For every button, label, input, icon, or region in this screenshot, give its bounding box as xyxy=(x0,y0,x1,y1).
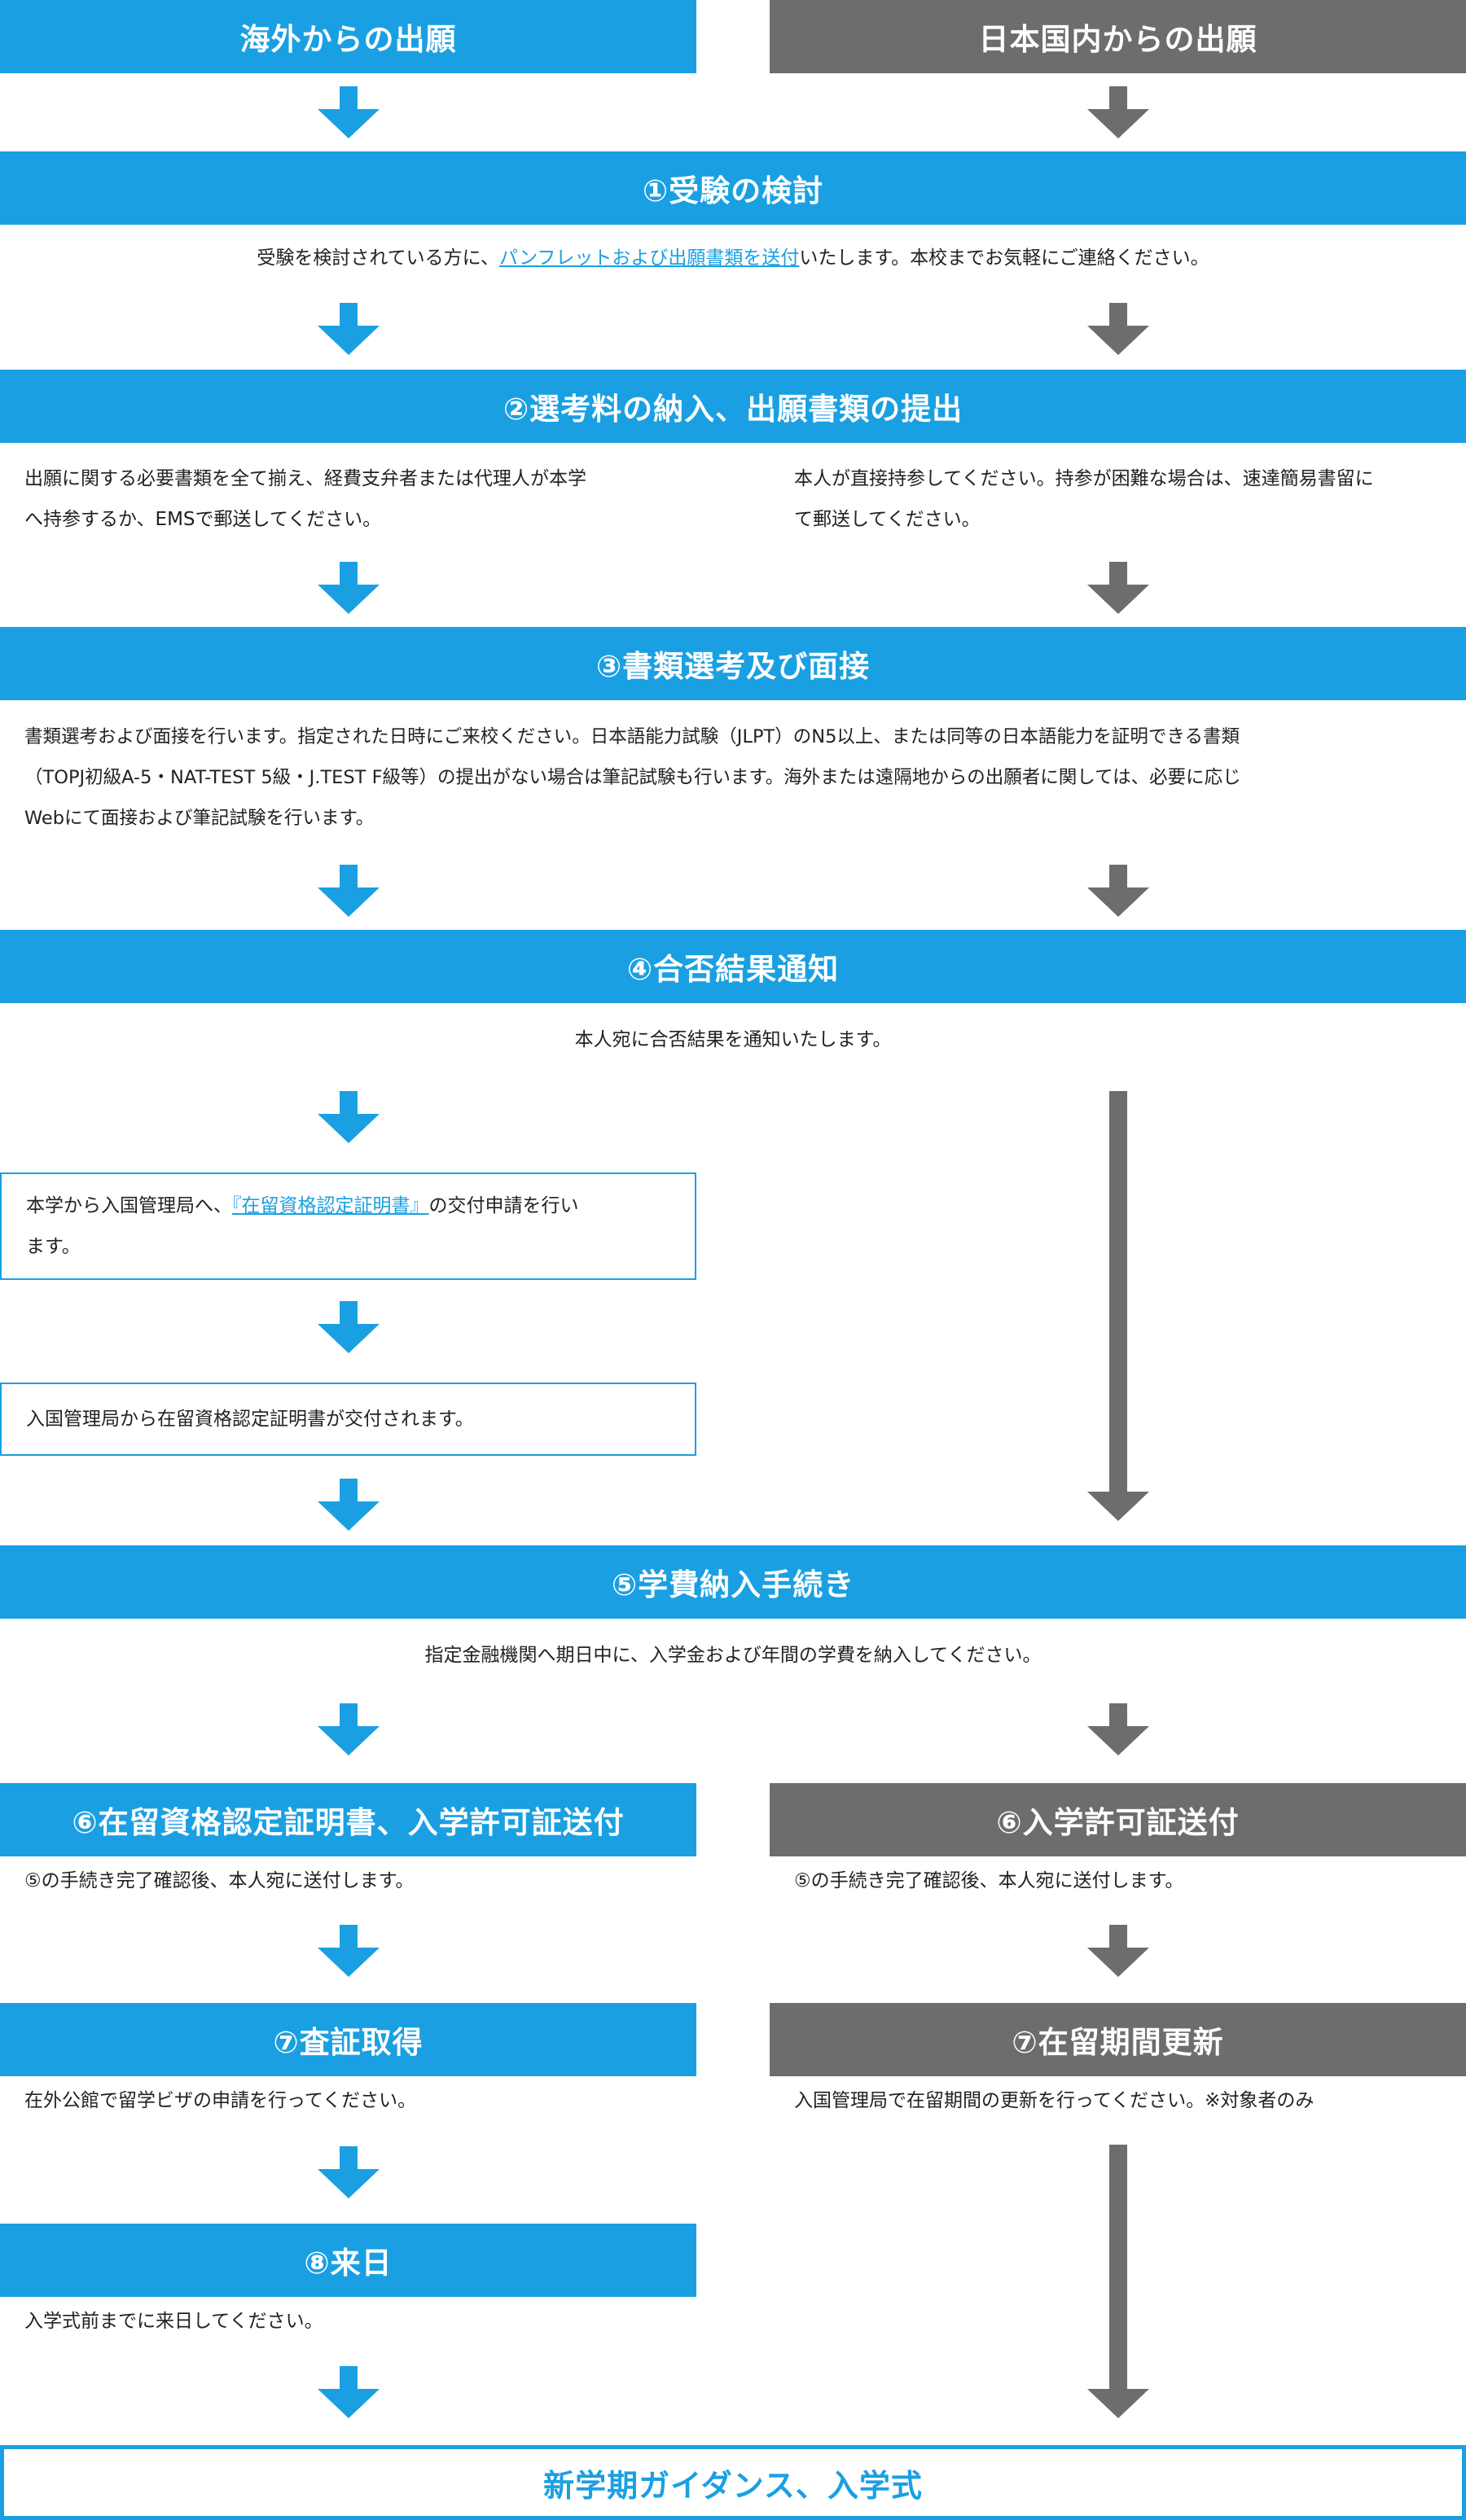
step7-domestic-text: 入国管理局で在留期間の更新を行ってください。※対象者のみ xyxy=(794,2090,1315,2111)
coe-link[interactable]: 『在留資格認定証明書』 xyxy=(232,1195,429,1216)
arrow-down-icon xyxy=(1087,562,1149,614)
step5-description: 指定金融機関へ期日中に、入学金および年間の学費を納入してください。 xyxy=(424,1645,1042,1666)
step6-overseas-text: ⑤の手続き完了確認後、本人宛に送付します。 xyxy=(24,1870,415,1891)
long-arrow-down-icon xyxy=(1087,1091,1149,1521)
arrow-down-icon xyxy=(318,2146,380,2198)
domestic-column-header: 日本国内からの出願 xyxy=(770,0,1466,73)
step1-header: ①受験の検討 xyxy=(0,151,1466,225)
final-step-title: 新学期ガイダンス、入学式 xyxy=(543,2467,923,2504)
step3-description: 書類選考および面接を行います。指定された日時にご来校ください。日本語能力試験（J… xyxy=(24,726,1241,829)
step8-text: 入学式前までに来日してください。 xyxy=(24,2311,323,2332)
step5-header: ⑤学費納入手続き xyxy=(0,1545,1466,1619)
step2-domestic-text: 本人が直接持参してください。持参が困難な場合は、速達簡易書留に て郵送してくださ… xyxy=(794,468,1374,530)
step6-domestic-header: ⑥入学許可証送付 xyxy=(770,1783,1466,1856)
step2-overseas-text: 出願に関する必要書類を全て揃え、経費支弁者または代理人が本学 へ持参するか、EM… xyxy=(24,468,586,530)
coe-application-box: 本学から入国管理局へ、『在留資格認定証明書』の交付申請を行い ます。 xyxy=(0,1172,696,1280)
step8-title: ⑧来日 xyxy=(304,2246,393,2281)
overseas-column-title: 海外からの出願 xyxy=(239,22,457,57)
arrow-down-icon xyxy=(318,1479,380,1531)
final-step-box: 新学期ガイダンス、入学式 xyxy=(0,2445,1466,2520)
step8-header: ⑧来日 xyxy=(0,2224,696,2297)
overseas-column-header: 海外からの出願 xyxy=(0,0,696,73)
arrow-down-icon xyxy=(1087,303,1149,355)
arrow-down-icon xyxy=(1087,1925,1149,1977)
step3-header: ③書類選考及び面接 xyxy=(0,627,1466,700)
step6-domestic-text: ⑤の手続き完了確認後、本人宛に送付します。 xyxy=(794,1870,1184,1891)
arrow-down-icon xyxy=(318,86,380,138)
step3-title: ③書類選考及び面接 xyxy=(595,649,871,684)
step7-overseas-text: 在外公館で留学ビザの申請を行ってください。 xyxy=(24,2090,417,2111)
step4-header: ④合否結果通知 xyxy=(0,930,1466,1003)
arrow-down-icon xyxy=(1087,865,1149,917)
arrow-down-icon xyxy=(318,1925,380,1977)
arrow-down-icon xyxy=(318,2366,380,2418)
arrow-down-icon xyxy=(318,1301,380,1353)
step4-title: ④合否結果通知 xyxy=(626,952,840,987)
arrow-down-icon xyxy=(1087,1703,1149,1755)
step5-title: ⑤学費納入手続き xyxy=(611,1567,855,1602)
long-arrow-down-icon xyxy=(1087,2145,1149,2418)
arrow-down-icon xyxy=(318,562,380,614)
step2-header: ②選考料の納入、出願書類の提出 xyxy=(0,370,1466,443)
coe-issued-box: 入国管理局から在留資格認定証明書が交付されます。 xyxy=(0,1383,696,1456)
pamphlet-link[interactable]: パンフレットおよび出願書類を送付 xyxy=(498,248,800,269)
step7-overseas-title: ⑦査証取得 xyxy=(273,2025,424,2060)
step1-description: 受験を検討されている方に、パンフレットおよび出願書類を送付いたします。本校までお… xyxy=(257,248,1209,269)
step6-domestic-title: ⑥入学許可証送付 xyxy=(996,1805,1240,1840)
arrow-down-icon xyxy=(318,1091,380,1143)
arrow-down-icon xyxy=(318,1703,380,1755)
step7-overseas-header: ⑦査証取得 xyxy=(0,2003,696,2076)
step6-overseas-title: ⑥在留資格認定証明書、入学許可証送付 xyxy=(72,1805,625,1840)
step1-title: ①受験の検討 xyxy=(642,173,824,208)
step2-title: ②選考料の納入、出願書類の提出 xyxy=(503,392,963,427)
step6-overseas-header: ⑥在留資格認定証明書、入学許可証送付 xyxy=(0,1783,696,1856)
arrow-down-icon xyxy=(1087,86,1149,138)
step7-domestic-title: ⑦在留期間更新 xyxy=(1012,2025,1224,2060)
domestic-column-title: 日本国内からの出願 xyxy=(978,22,1258,57)
arrow-down-icon xyxy=(318,865,380,917)
arrow-down-icon xyxy=(318,303,380,355)
step7-domestic-header: ⑦在留期間更新 xyxy=(770,2003,1466,2076)
step4-description: 本人宛に合否結果を通知いたします。 xyxy=(574,1029,892,1050)
